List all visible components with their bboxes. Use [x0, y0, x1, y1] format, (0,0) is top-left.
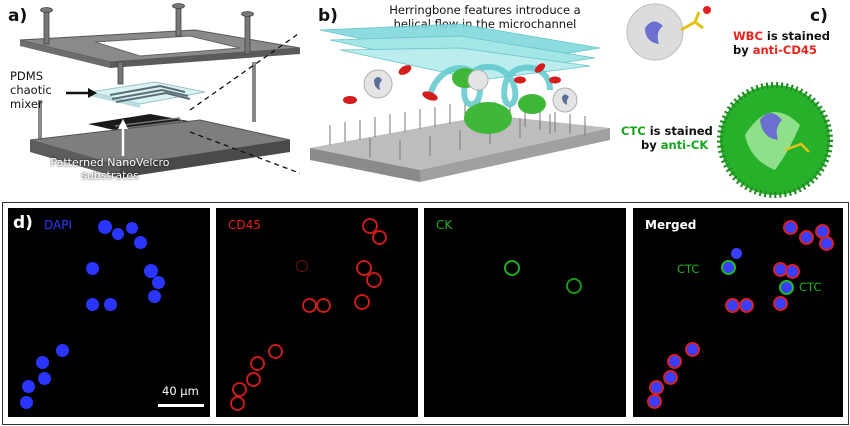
mixer-label: PDMS chaotic mixer	[10, 69, 52, 111]
micrograph-cd45: CD45	[216, 208, 418, 417]
screw-icon	[40, 3, 254, 85]
channel-label-merged: Merged	[645, 218, 697, 232]
plate-window	[94, 35, 241, 57]
panel-c: c) WBC is stained by anti-CD45 CTC is st…	[615, 0, 850, 200]
substrate-label: Patterned NanoVelcro substrates	[50, 156, 170, 183]
cell-staining-illustration	[626, 3, 833, 198]
micrograph-merged: Merged CTC CTC	[633, 208, 843, 417]
channel-label-dapi: DAPI	[44, 218, 73, 232]
ctc-stain-text: CTC is stained by anti-CK	[621, 124, 713, 152]
wbc-stain-text: WBC is stained by anti-CD45	[733, 29, 830, 57]
panel-c-label: c)	[810, 6, 828, 26]
microchannel-illustration	[310, 23, 610, 182]
device-exploded-view	[19, 3, 300, 178]
rbc-cell	[343, 63, 561, 104]
panel-b-label: b)	[318, 6, 338, 26]
channel-label-ck: CK	[436, 218, 453, 232]
scale-bar	[158, 404, 204, 407]
micrograph-ck: CK	[424, 208, 626, 417]
wbc-cell	[363, 69, 578, 113]
panel-d: d) DAPI 40 μm CD45	[2, 202, 849, 425]
scale-bar-label: 40 μm	[162, 384, 199, 398]
herringbone-channels	[109, 84, 191, 103]
merged-ctc-label-1: CTC	[677, 262, 700, 276]
panel-a-label: a)	[8, 6, 28, 26]
herringbone-ceiling	[319, 23, 601, 81]
arrow-right-icon	[88, 88, 97, 98]
micrograph-dapi: DAPI 40 μm	[8, 208, 210, 417]
channel-label-cd45: CD45	[228, 218, 261, 232]
panel-a: a)	[0, 0, 300, 200]
panel-b: b) Herringbone features introduce a heli…	[310, 0, 610, 200]
panel-d-label: d)	[13, 213, 33, 233]
antibody-icon	[680, 11, 704, 32]
arrow-up-icon	[118, 119, 128, 129]
merged-ctc-label-2: CTC	[799, 280, 822, 294]
